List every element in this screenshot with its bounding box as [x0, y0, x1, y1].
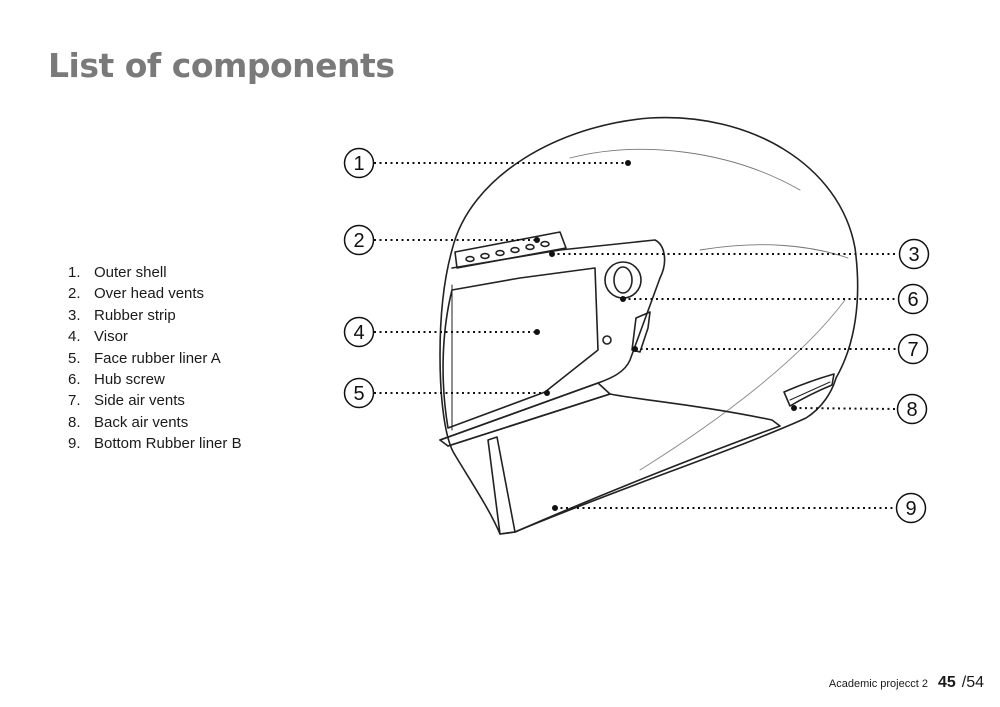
item-label: Back air vents [94, 413, 189, 431]
item-number: 1. [68, 264, 81, 281]
item-label: Bottom Rubber liner B [94, 435, 242, 453]
bottom-liner-b [487, 436, 516, 535]
outer-shell-outline [439, 116, 859, 535]
callout-2: 2 [343, 224, 375, 256]
callout-number: 5 [353, 383, 364, 405]
rear-contour [639, 299, 846, 471]
callout-leaders [374, 162, 899, 509]
callout-8: 8 [896, 393, 928, 425]
list-item: 9. Bottom Rubber liner B [68, 433, 242, 454]
list-item: 5. Face rubber liner A [68, 348, 242, 369]
item-label: Visor [94, 328, 128, 346]
item-label: Face rubber liner A [94, 349, 221, 367]
back-air-vent [783, 373, 835, 407]
rubber-strip [439, 239, 666, 441]
side-contour [699, 244, 849, 259]
item-number: 5. [68, 349, 81, 367]
item-number: 6. [68, 371, 81, 389]
callout-number: 7 [907, 339, 918, 361]
list-item: 1. Outer shell [68, 262, 242, 283]
side-air-vent [631, 311, 651, 353]
callout-1: 1 [343, 147, 375, 179]
item-number: 8. [68, 413, 81, 431]
callout-number: 2 [353, 230, 364, 252]
chin-bar [447, 393, 781, 533]
item-label: Hub screw [94, 371, 165, 389]
item-number: 7. [68, 392, 81, 410]
callout-markers: 1 2 3 4 5 6 7 8 9 [343, 147, 930, 524]
item-label: Over head vents [94, 285, 205, 303]
list-item: 2. Over head vents [68, 283, 242, 304]
callout-number: 6 [907, 289, 918, 311]
list-item: 8. Back air vents [68, 412, 242, 433]
visor-outline [442, 267, 599, 429]
item-number: 4. [68, 328, 81, 346]
face-liner-a [439, 382, 611, 447]
item-label: Rubber strip [94, 306, 176, 324]
project-name: Academic projecct 2 [828, 678, 928, 690]
callout-number: 3 [908, 244, 919, 266]
helmet-illustration [439, 116, 859, 535]
item-number: 2. [68, 285, 81, 303]
callout-number: 4 [353, 322, 364, 344]
callout-number: 1 [353, 153, 364, 175]
page-footer: Academic projecct 2 45 /54 [829, 674, 984, 692]
crown-contour [569, 148, 801, 191]
component-list: 1. Outer shell 2. Over head vents 3. Rubber… [68, 262, 242, 455]
item-number: 9. [68, 435, 81, 453]
item-label: Side air vents [94, 392, 185, 410]
page-total: /54 [961, 674, 984, 691]
callout-anchors [534, 160, 797, 511]
page-title: List of components [48, 46, 395, 85]
callout-5: 5 [343, 377, 375, 409]
list-item: 4. Visor [68, 326, 242, 347]
list-item: 7. Side air vents [68, 390, 242, 411]
item-label: Outer shell [94, 264, 167, 281]
callout-3: 3 [898, 238, 930, 270]
callout-number: 9 [905, 498, 916, 520]
list-item: 3. Rubber strip [68, 305, 242, 326]
list-item: 6. Hub screw [68, 369, 242, 390]
callout-4: 4 [343, 316, 375, 348]
callout-7: 7 [897, 333, 929, 365]
hub-pin [602, 335, 612, 345]
callout-6: 6 [897, 283, 929, 315]
page-number: 45 [937, 674, 956, 691]
callout-9: 9 [895, 492, 927, 524]
callout-number: 8 [906, 399, 917, 421]
item-number: 3. [68, 306, 81, 324]
overhead-vent-strip [454, 231, 567, 269]
